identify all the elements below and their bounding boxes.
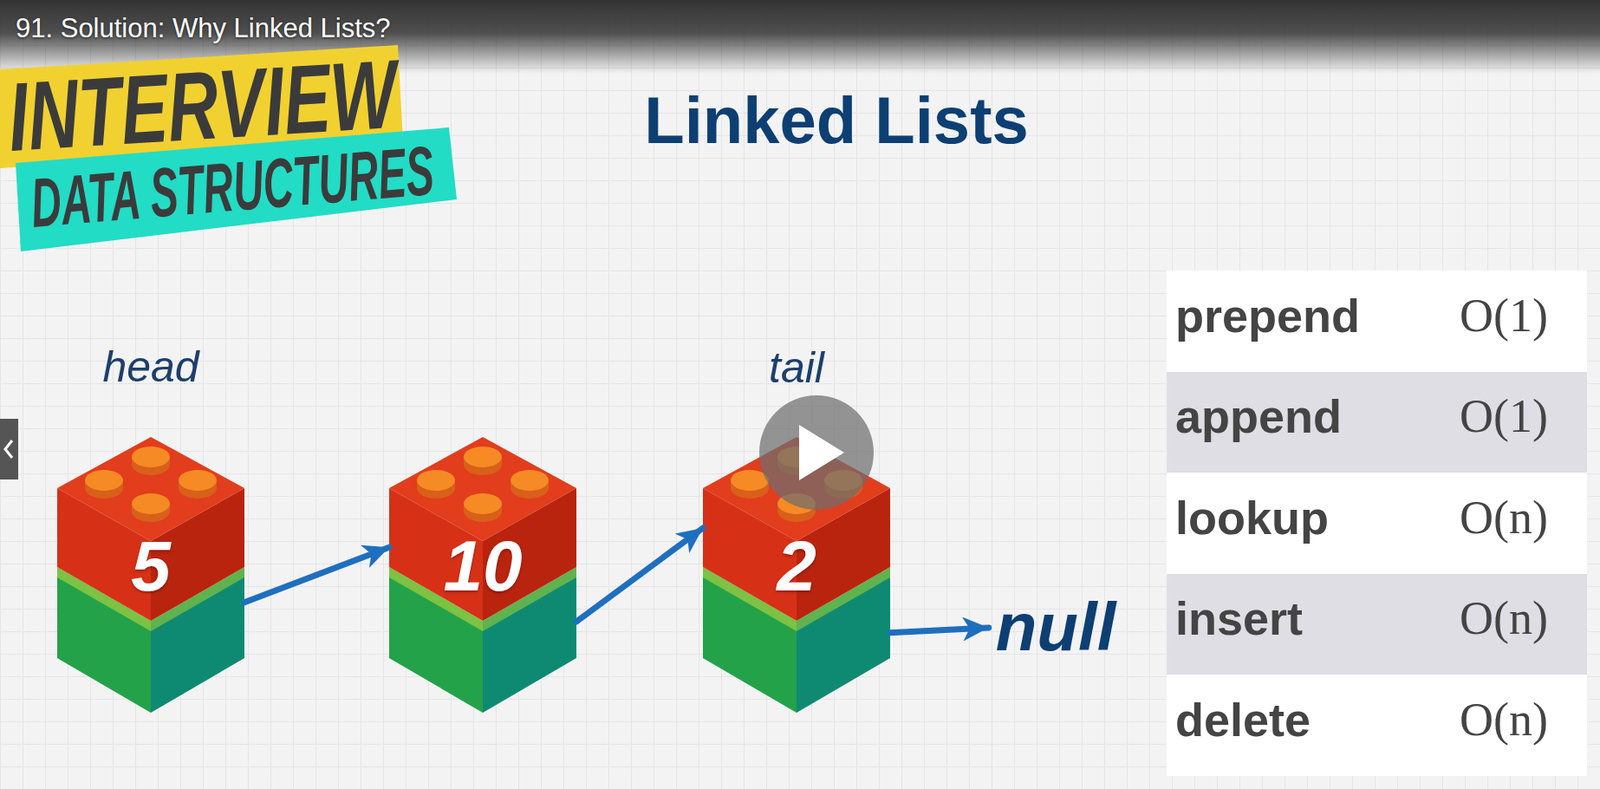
play-triangle [799,424,845,481]
operation-name: prepend [1175,290,1360,342]
table-row: lookup O(n) [1166,472,1587,574]
slide-title: Linked Lists [643,82,1028,158]
list-node: tail2 [702,436,891,713]
list-node: 10 [389,436,577,713]
pointer-label: tail [702,343,891,394]
video-title: 91. Solution: Why Linked Lists? [15,12,391,45]
node-value: 10 [389,526,577,605]
complexity: O(n) [1459,694,1548,746]
table-row: insert O(n) [1166,573,1587,676]
node-value: 5 [57,526,245,605]
table-row: delete O(n) [1166,674,1587,776]
complexity: O(1) [1459,290,1548,342]
operation-name: delete [1175,694,1311,746]
side-tab-chevron [5,440,13,458]
pointer-label: head [57,342,245,393]
table-row: append O(1) [1166,371,1587,474]
play-button [759,395,874,510]
operation-name: lookup [1175,492,1329,544]
next-pointer-arrow [244,546,390,603]
operation-name: append [1175,390,1342,443]
operation-name: insert [1175,592,1303,644]
table-row: prepend O(1) [1166,270,1587,372]
complexity: O(n) [1459,592,1548,644]
null-terminator: null [988,586,1124,669]
complexity: O(1) [1459,390,1548,443]
null-text: null [988,586,1124,669]
side-tab [0,418,19,480]
next-pointer-arrow [576,527,703,622]
list-node: head5 [57,436,245,713]
node-value: 2 [702,526,891,605]
lego-brick [389,436,577,713]
lego-brick [57,436,245,713]
complexity: O(n) [1459,492,1548,544]
next-pointer-arrow [890,627,989,633]
